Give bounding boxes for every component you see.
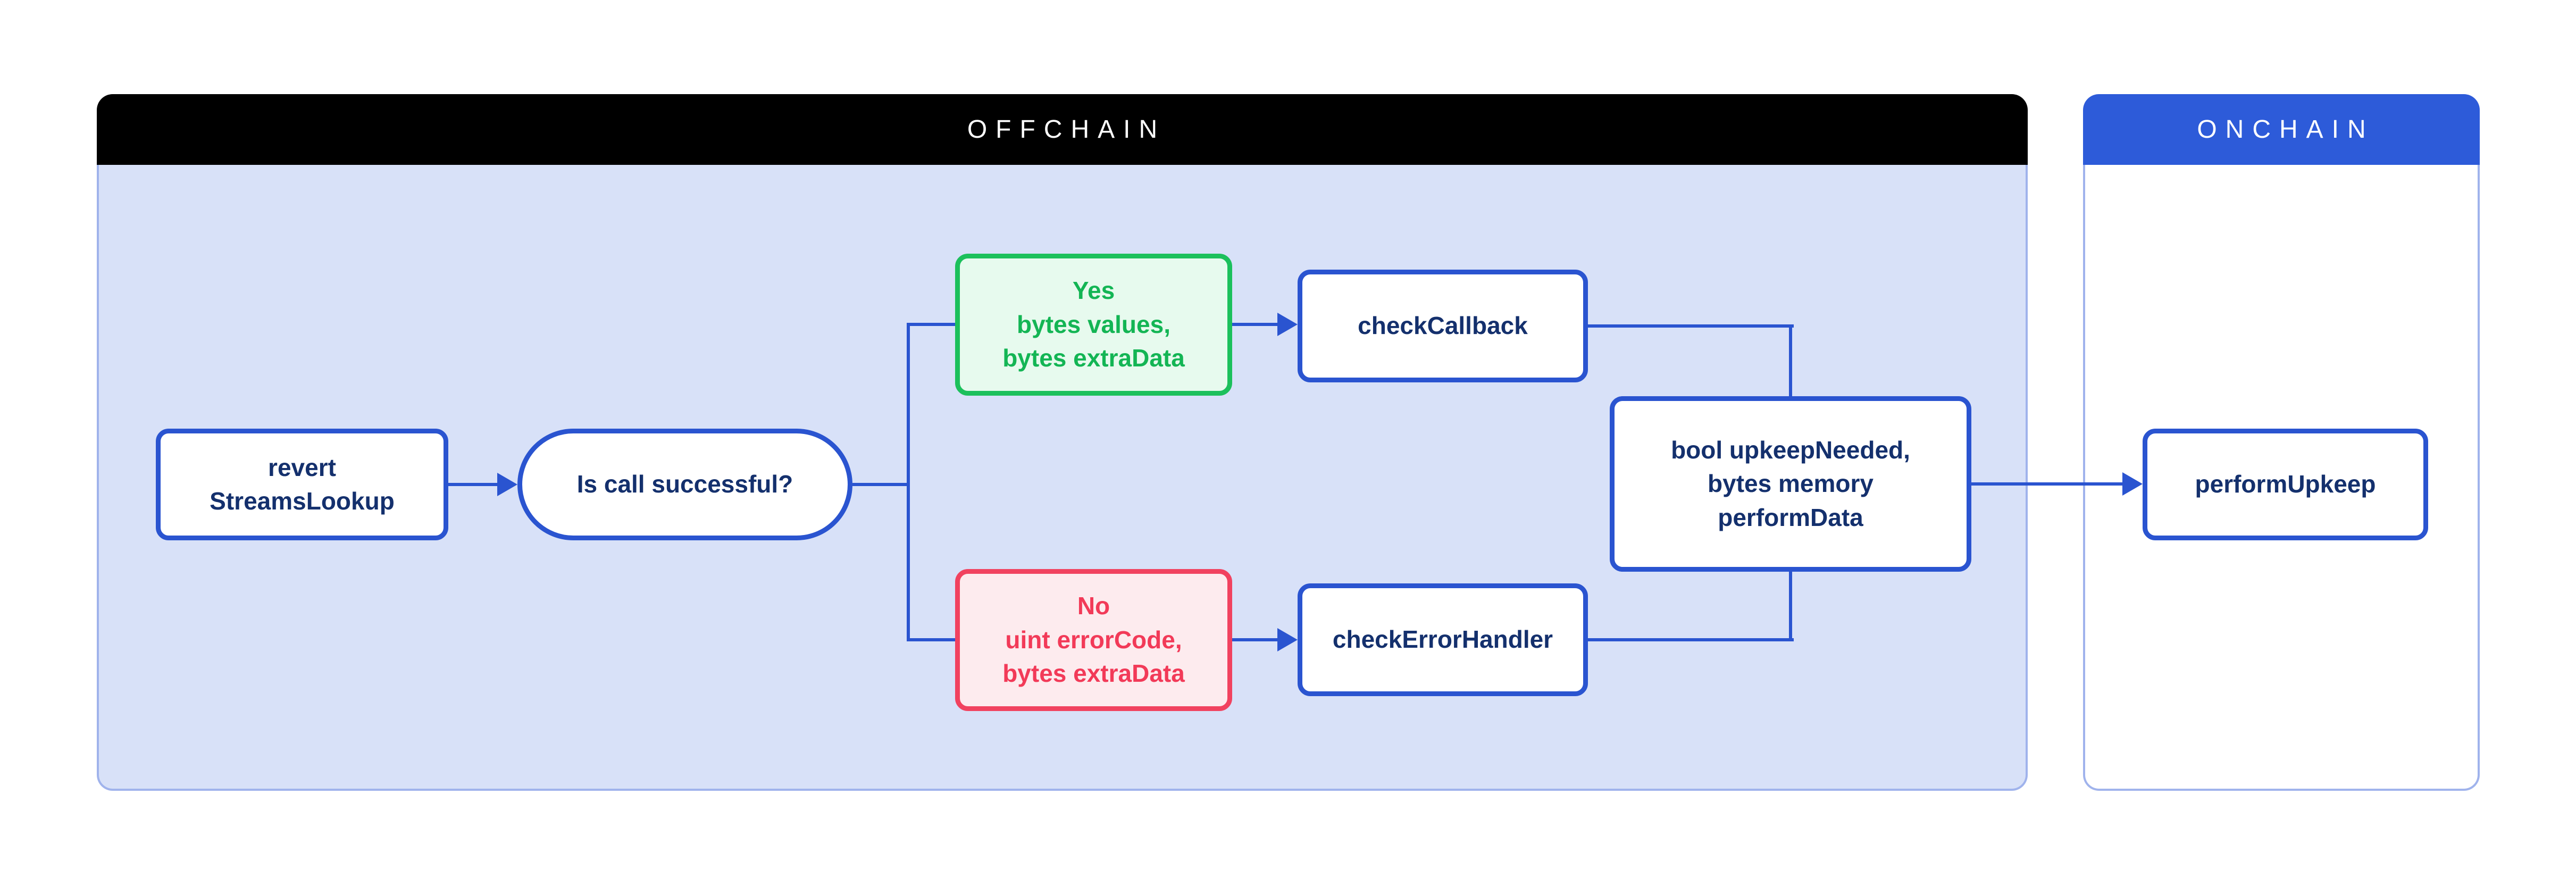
decision-is-call-successful: Is call successful? [517,429,852,540]
node-check-callback: checkCallback [1298,270,1588,382]
decision-is-call-successful-label: Is call successful? [576,470,793,498]
offchain-panel-title: OFFCHAIN [967,115,1166,144]
node-perform-upkeep: performUpkeep [2143,429,2428,540]
offchain-panel-header: OFFCHAIN [97,94,2028,165]
connector-trunk-to-yes [907,323,955,326]
node-no-branch-label: No uint errorCode, bytes extraData [1002,592,1185,688]
connector-checkcallback-out [1588,324,1794,328]
arrowhead-into-performupkeep [2122,472,2143,496]
arrowhead-into-decision [497,473,517,496]
node-revert-streams-lookup: revert StreamsLookup [156,429,448,540]
connector-checkerrorhandler-out [1588,638,1794,641]
node-check-error-handler: checkErrorHandler [1298,583,1588,696]
node-check-callback-label: checkCallback [1358,312,1528,340]
connector-revert-to-decision [448,483,499,486]
connector-output-to-performupkeep [1971,482,2125,486]
connector-trunk-to-no [907,638,955,641]
connector-no-to-checkerrorhandler [1232,638,1279,641]
node-perform-upkeep-label: performUpkeep [2195,470,2376,498]
onchain-panel-title: ONCHAIN [2197,115,2374,144]
connector-decision-to-trunk [852,483,910,486]
node-yes-branch: Yes bytes values, bytes extraData [955,254,1232,396]
node-check-error-handler-label: checkErrorHandler [1332,625,1553,654]
arrowhead-into-checkerrorhandler [1277,628,1298,651]
node-yes-branch-label: Yes bytes values, bytes extraData [1002,277,1185,372]
arrowhead-into-checkcallback [1277,313,1298,336]
node-check-upkeep-output: bool upkeepNeeded, bytes memory performD… [1610,396,1971,572]
onchain-panel-header: ONCHAIN [2083,94,2480,165]
connector-checkerrorhandler-up [1789,570,1792,641]
connector-branch-trunk [907,323,910,641]
node-revert-streams-lookup-label: revert StreamsLookup [210,453,395,515]
connector-checkcallback-down [1789,324,1792,398]
node-check-upkeep-output-label: bool upkeepNeeded, bytes memory performD… [1671,436,1910,531]
node-no-branch: No uint errorCode, bytes extraData [955,569,1232,711]
connector-yes-to-checkcallback [1232,323,1279,326]
